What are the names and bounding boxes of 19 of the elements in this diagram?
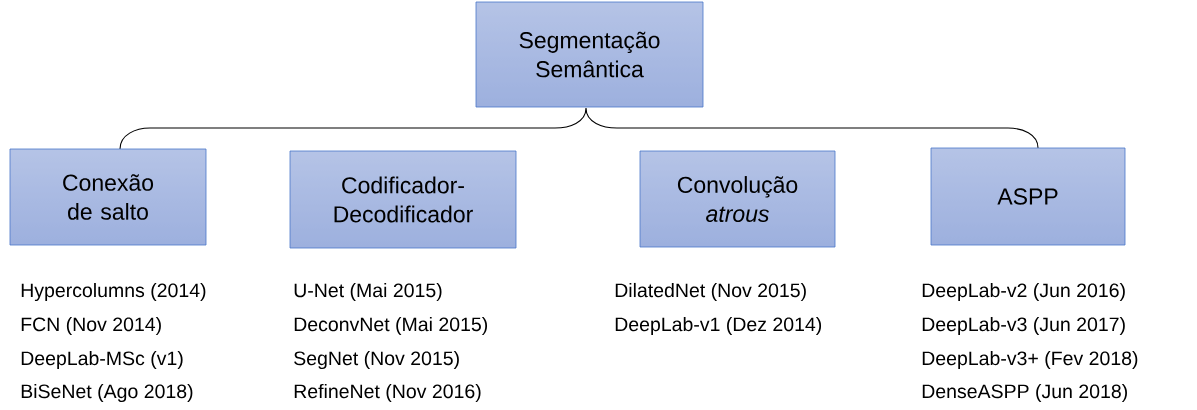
list-item: BiSeNet (Ago 2018) [21,383,193,403]
category-box: Codificador-Decodificador [289,150,517,249]
list-item: RefineNet (Nov 2016) [294,383,481,403]
list-item: DeepLab-v2 (Jun 2016) [922,282,1125,302]
category-box: Conexão de salto [9,148,207,246]
list-item: SegNet (Nov 2015) [294,350,459,370]
list-item: DeepLab-v3+ (Fev 2018) [922,350,1138,370]
root-box: Segmentação Semântica [475,1,704,108]
list-item: U-Net (Mai 2015) [294,282,442,302]
list-item: DilatedNet (Nov 2015) [615,282,806,302]
list-item: DeepLab-v1 (Dez 2014) [615,316,822,336]
list-item: DeepLab-MSc (v1) [21,350,183,370]
list-item: FCN (Nov 2014) [21,316,161,336]
category-box: Convolução atrous [639,150,836,248]
category-box: ASPP [930,147,1126,246]
list-item: DeconvNet (Mai 2015) [294,316,488,336]
list-item: DenseASPP (Jun 2018) [922,383,1127,403]
list-item: DeepLab-v3 (Jun 2017) [922,316,1125,336]
list-item: Hypercolumns (2014) [21,282,206,302]
